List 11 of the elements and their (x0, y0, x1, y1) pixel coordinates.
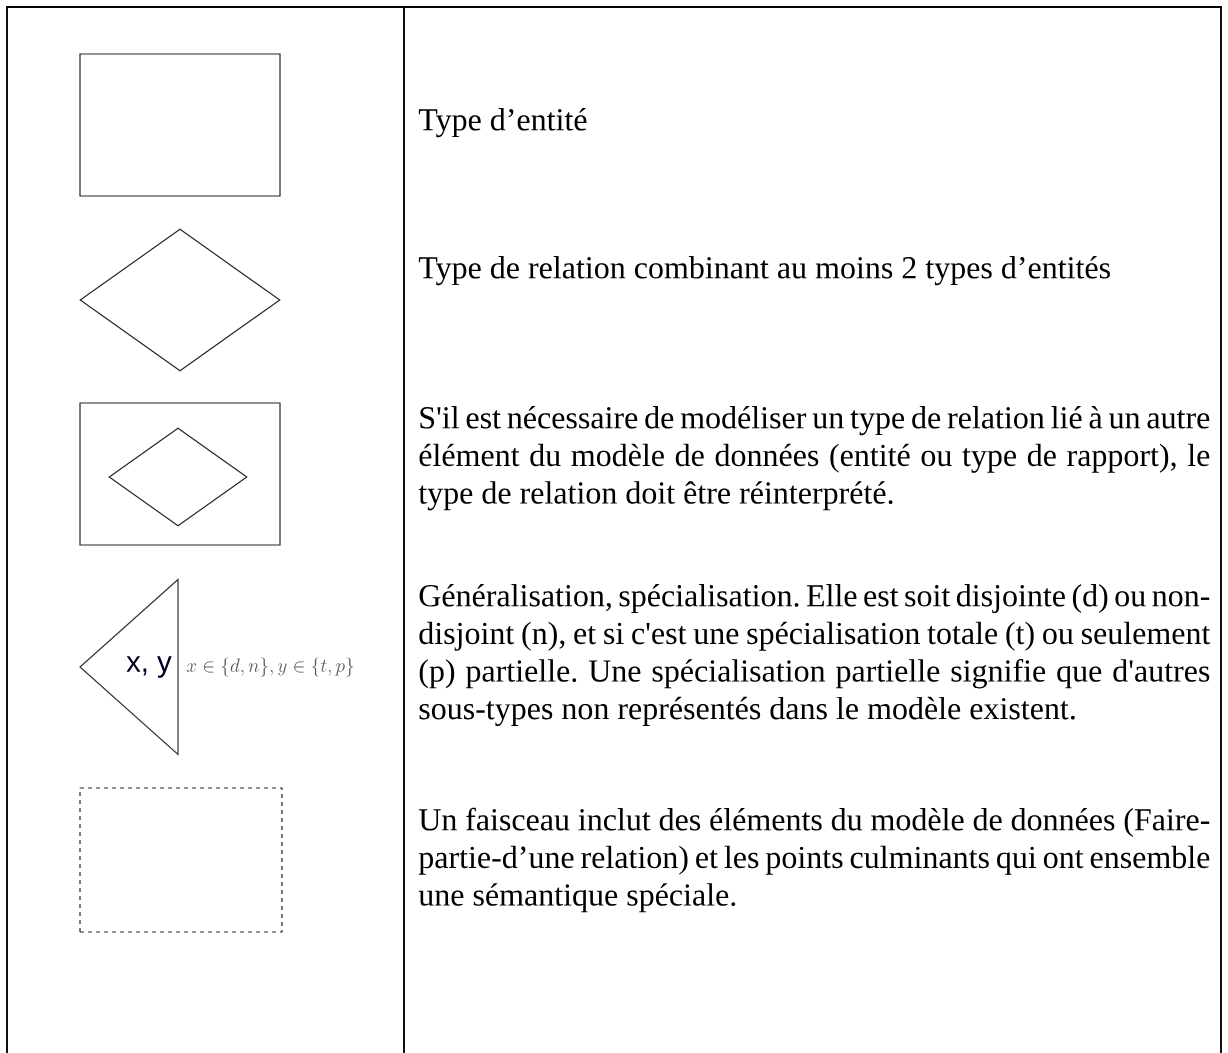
description-text: Type d’entité (418, 108, 587, 138)
description-text: Un faisceau inclut des éléments du modèle de données (Faire-partie-d’une relation) et les points culminants qui ont ensemble une sémantique spéciale. (418, 807, 1210, 913)
formula: $x\in\{d,n\},y\in\{t,p\}$ (186, 657, 354, 677)
rectangle-symbol (79, 53, 281, 197)
description-text: Type de relation combinant au moins 2 types d’entités (418, 256, 1110, 286)
rectangle-symbol (79, 787, 283, 933)
diamond-symbol (108, 427, 248, 527)
description-text: Généralisation, spécialisation. Elle est soit disjointe (d) ou non-disjoint (n), et si c'est une spécialisation totale (t) ou seulement (p) partielle. Une spécialisation partielle signifie que d'autres sous-types non représentés dans le modèle existent. (419, 584, 1211, 726)
diamond-symbol (79, 228, 281, 372)
description-text: S'il est nécessaire de modéliser un type de relation lié à un autre élément du modèle de données (entité ou type de rapport), le type de relation doit être réinterprété. (418, 406, 1210, 511)
rectangle-symbol (79, 402, 281, 546)
